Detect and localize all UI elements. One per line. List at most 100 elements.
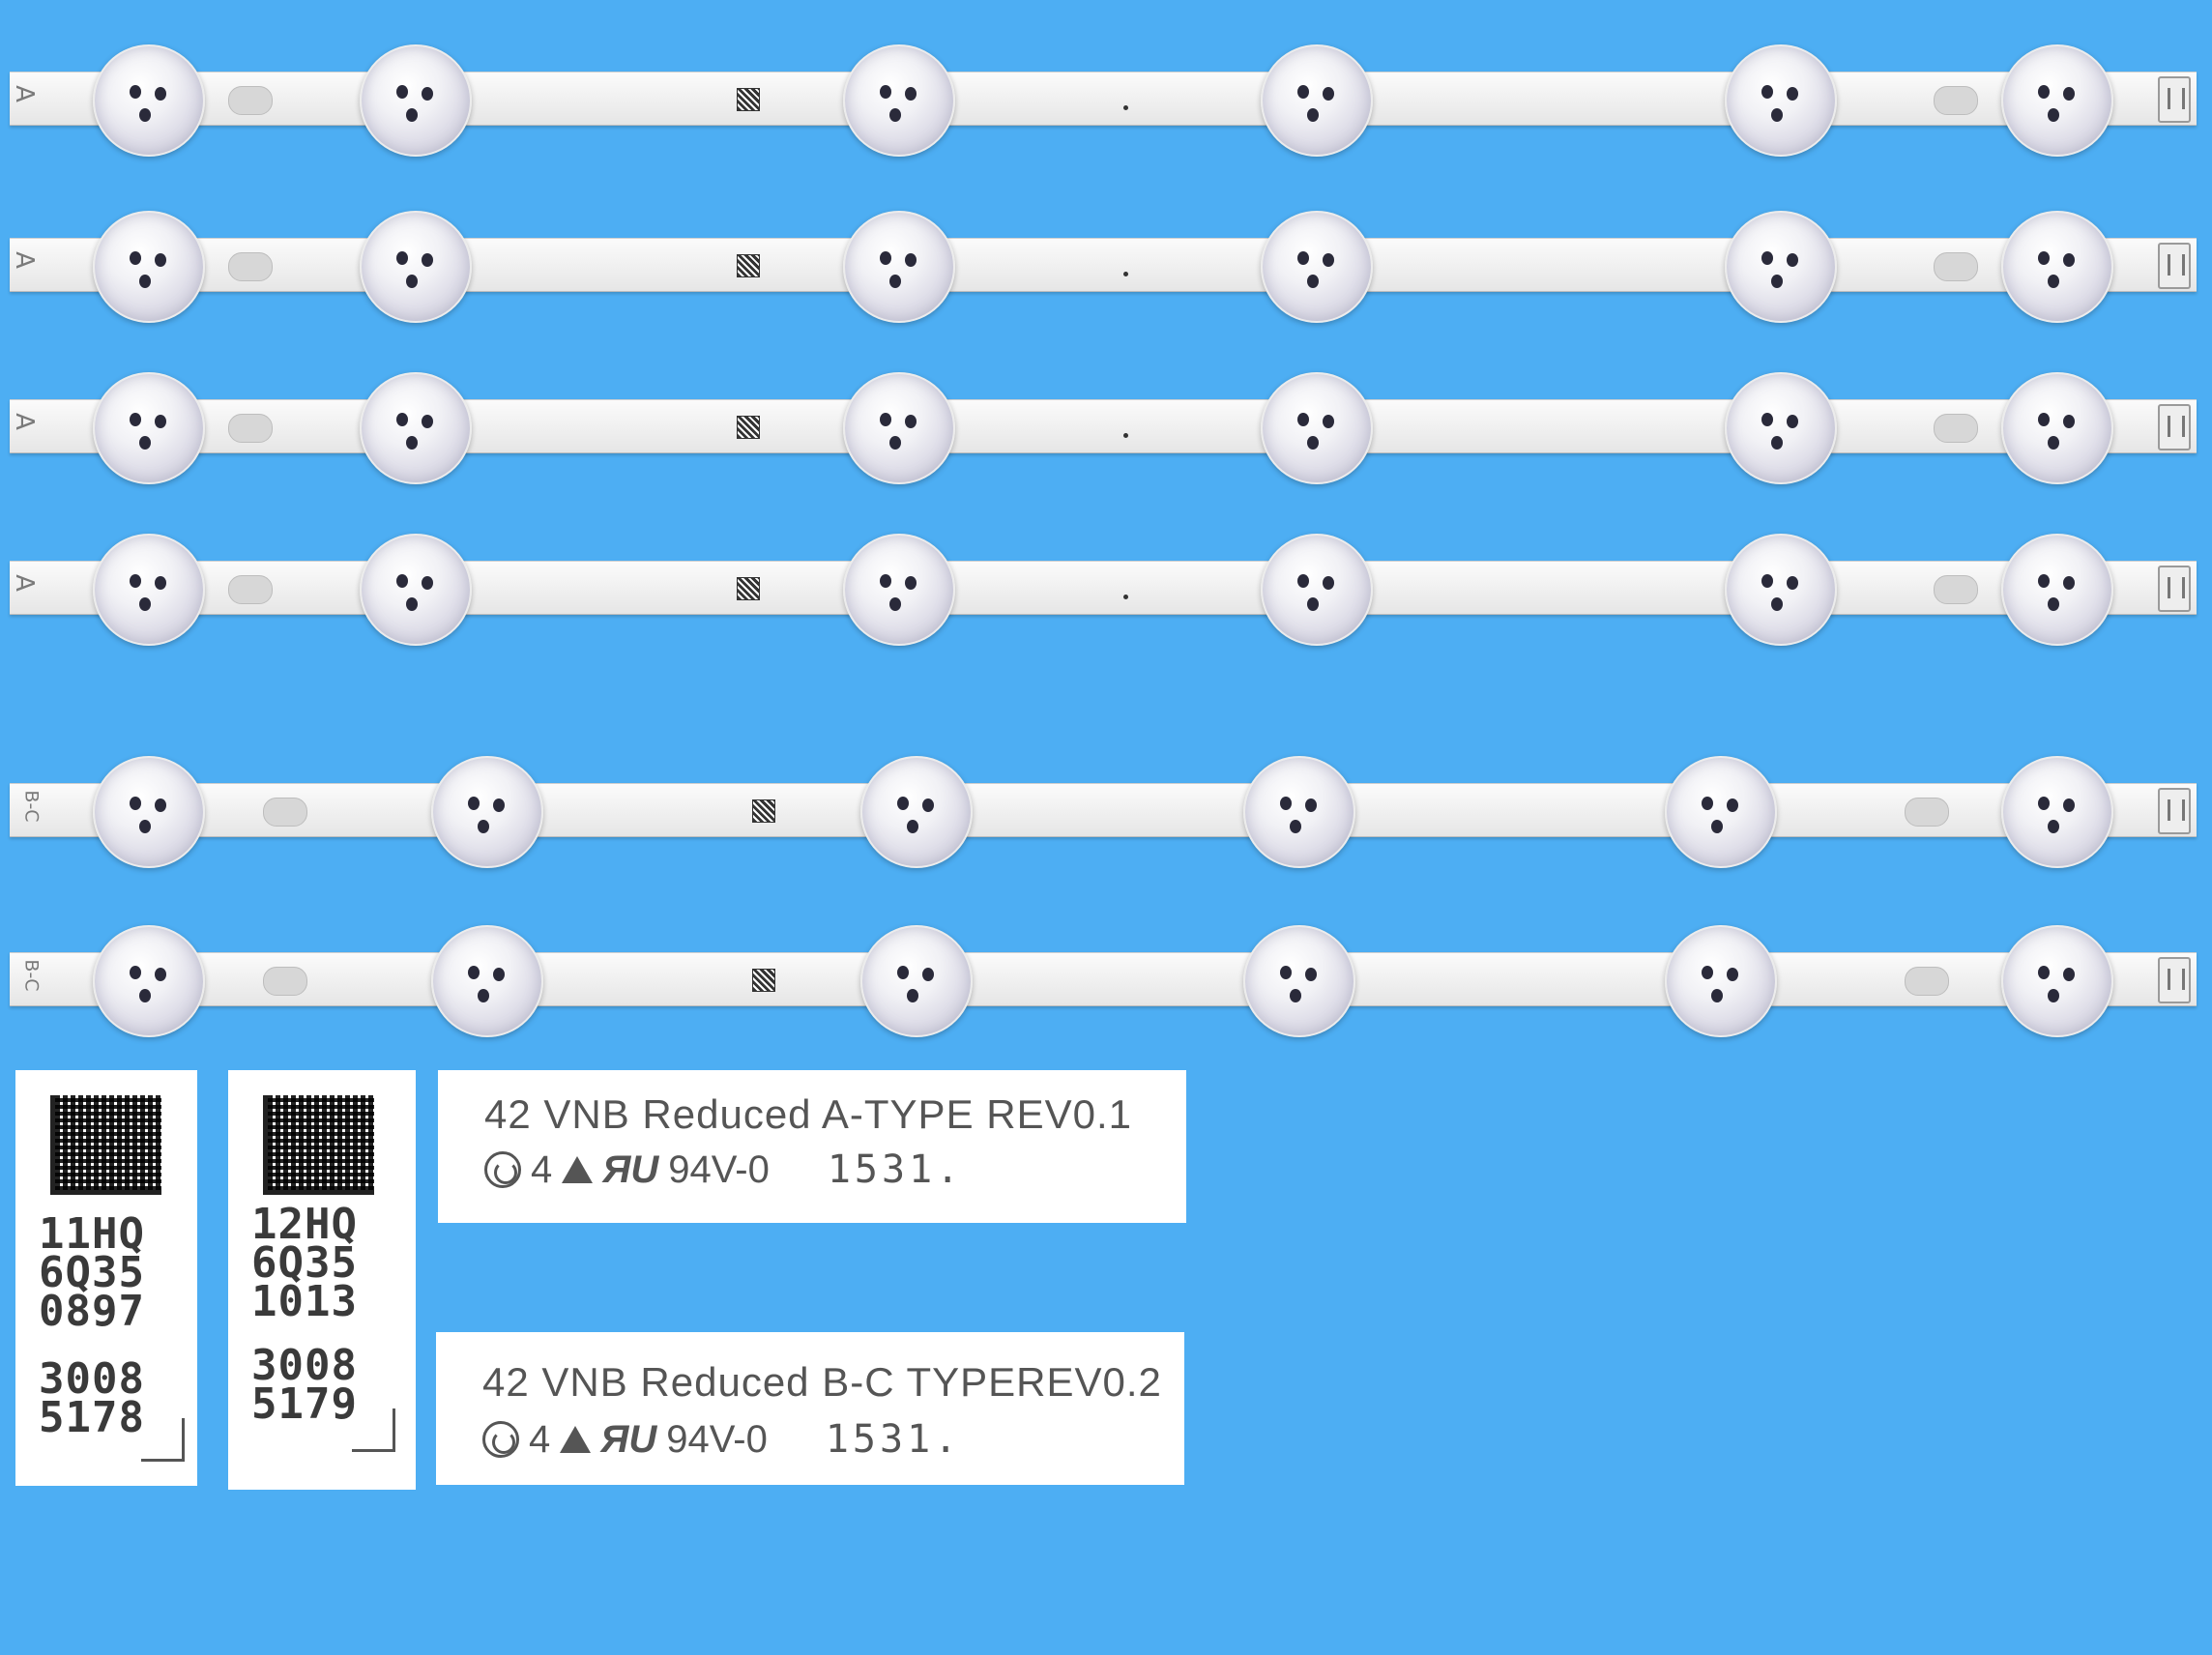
led-lens: [1725, 211, 1837, 323]
spec-rating: 94V-0: [666, 1417, 768, 1461]
strip-type-label: A: [9, 413, 39, 430]
led-lens: [2001, 211, 2113, 323]
strip-type-label: A: [9, 85, 39, 102]
date-code: 1531.: [827, 1147, 964, 1192]
mounting-slot: [1905, 798, 1949, 827]
led-lens: [2001, 756, 2113, 868]
recognized-component-icon: [484, 1151, 521, 1188]
spec-number: 4: [529, 1417, 551, 1461]
triangle-icon: [562, 1156, 594, 1183]
ul-mark-icon: ЯU: [602, 1147, 659, 1191]
led-lens: [2001, 534, 2113, 646]
type-label-a: 42 VNB Reduced A-TYPE REV0.1 4 ЯU 94V-0 …: [438, 1070, 1186, 1223]
led-lens: [360, 372, 472, 484]
wire-connector: [2158, 404, 2191, 450]
led-lens: [431, 925, 543, 1037]
triangle-icon: [560, 1426, 592, 1453]
led-lens: [2001, 925, 2113, 1037]
led-strip-a-2: A: [10, 211, 2197, 323]
led-lens: [1261, 534, 1373, 646]
serial-line: 6Q35: [251, 1238, 358, 1288]
led-lens: [93, 372, 205, 484]
corner-mark: [141, 1418, 185, 1462]
solder-point: [1123, 433, 1128, 438]
serial-line: 0897: [39, 1287, 145, 1336]
recognized-component-icon: [482, 1421, 519, 1458]
corner-mark: [352, 1408, 395, 1452]
led-strip-a-4: A: [9, 534, 2197, 646]
led-lens: [1725, 44, 1837, 157]
wire-connector: [2158, 957, 2191, 1003]
serial-line: 6Q35: [39, 1248, 145, 1297]
wire-connector: [2158, 243, 2191, 289]
mounting-slot: [263, 967, 307, 996]
led-lens: [1665, 756, 1777, 868]
spec-number: 4: [531, 1147, 553, 1191]
led-lens: [93, 925, 205, 1037]
solder-point: [1123, 272, 1128, 276]
led-lens: [843, 372, 955, 484]
mounting-slot: [228, 252, 273, 281]
led-lens: [1261, 44, 1373, 157]
wire-connector: [2158, 76, 2191, 123]
led-lens: [1725, 534, 1837, 646]
solder-point: [1123, 595, 1128, 599]
qr-code-mini: [737, 577, 760, 600]
led-lens: [1261, 372, 1373, 484]
serial-line: 11HQ: [39, 1209, 145, 1259]
led-lens: [2001, 372, 2113, 484]
led-strip-a-3: A: [9, 372, 2197, 484]
led-lens: [1725, 372, 1837, 484]
mounting-slot: [228, 575, 273, 604]
led-lens: [93, 756, 205, 868]
led-lens: [1243, 756, 1355, 868]
led-lens: [843, 44, 955, 157]
label-spec: 4 ЯU 94V-0 1531.: [484, 1147, 963, 1192]
wire-connector: [2158, 788, 2191, 834]
led-lens: [93, 534, 205, 646]
serial-line: 3008: [251, 1341, 358, 1390]
wire-connector: [2158, 566, 2191, 612]
label-title: 42 VNB Reduced A-TYPE REV0.1: [484, 1091, 1132, 1137]
serial-card-a: 11HQ 6Q35 0897 3008 5178: [15, 1070, 197, 1486]
led-strip-bc-1: B-C: [10, 756, 2197, 868]
mounting-slot: [1905, 967, 1949, 996]
led-lens: [2001, 44, 2113, 157]
spec-rating: 94V-0: [668, 1147, 770, 1191]
mounting-slot: [228, 414, 273, 443]
led-lens: [431, 756, 543, 868]
led-lens: [360, 211, 472, 323]
qr-code-mini: [752, 799, 775, 823]
led-strip-a-1: A: [9, 44, 2197, 157]
led-lens: [1665, 925, 1777, 1037]
mounting-slot: [1934, 252, 1978, 281]
strip-type-label: A: [9, 574, 39, 592]
mounting-slot: [228, 86, 273, 115]
led-lens: [860, 756, 973, 868]
label-spec: 4 ЯU 94V-0 1531.: [482, 1417, 961, 1462]
mounting-slot: [1934, 86, 1978, 115]
led-lens: [1243, 925, 1355, 1037]
led-lens: [1261, 211, 1373, 323]
qr-code-mini: [752, 969, 775, 992]
led-lens: [860, 925, 973, 1037]
solder-point: [1123, 105, 1128, 110]
mounting-slot: [1934, 575, 1978, 604]
led-lens: [843, 211, 955, 323]
serial-line: 5178: [39, 1393, 145, 1442]
qr-code-mini: [737, 254, 760, 277]
led-lens: [360, 44, 472, 157]
serial-card-b: 12HQ 6Q35 1013 3008 5179: [228, 1070, 416, 1490]
led-lens: [360, 534, 472, 646]
mounting-slot: [263, 798, 307, 827]
serial-line: 3008: [39, 1354, 145, 1404]
serial-line: 12HQ: [251, 1200, 358, 1249]
strip-type-label: B-C: [20, 790, 43, 823]
mounting-slot: [1934, 414, 1978, 443]
label-title: 42 VNB Reduced B-C TYPEREV0.2: [482, 1359, 1162, 1405]
type-label-bc: 42 VNB Reduced B-C TYPEREV0.2 4 ЯU 94V-0…: [436, 1332, 1184, 1485]
led-lens: [843, 534, 955, 646]
led-lens: [93, 211, 205, 323]
qr-code: [263, 1095, 374, 1195]
ul-mark-icon: ЯU: [600, 1417, 657, 1461]
